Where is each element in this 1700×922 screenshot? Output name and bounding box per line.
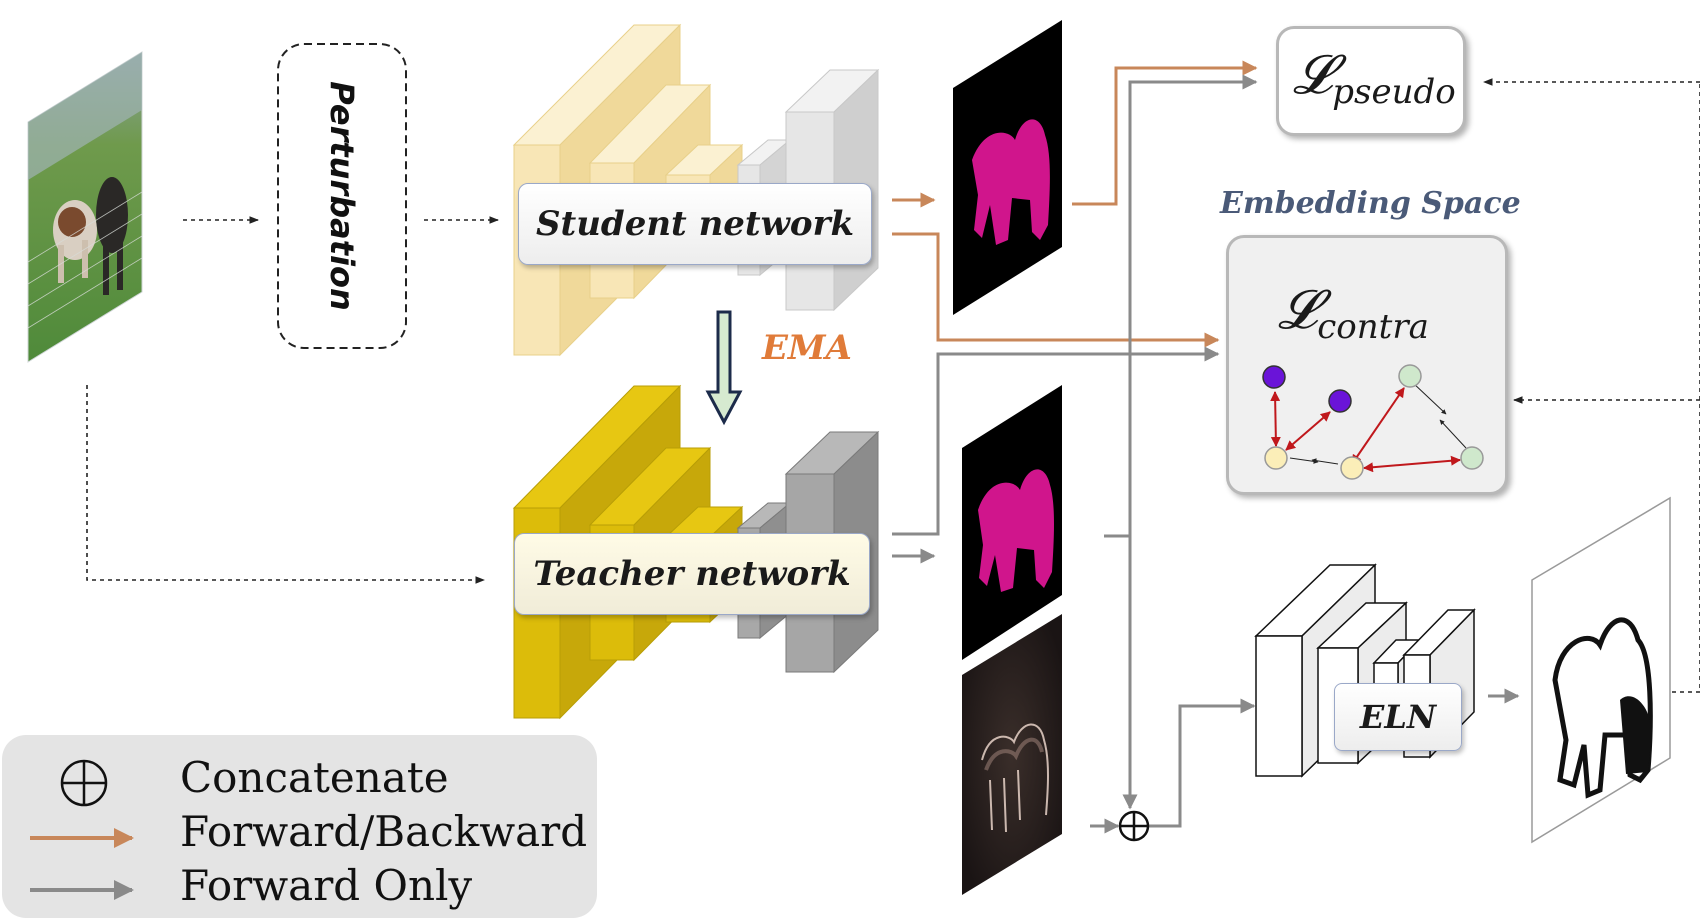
student-network-label: Student network xyxy=(518,183,872,265)
legend-concat-glyph-icon xyxy=(60,759,108,807)
loss-pseudo-label: 𝓛pseudo xyxy=(1293,43,1456,112)
edge-red xyxy=(1363,455,1461,473)
edge-red xyxy=(1285,411,1331,451)
loss-pseudo-box: 𝓛pseudo xyxy=(1276,26,1466,136)
edge-feature-map xyxy=(962,614,1062,895)
teacher-network-label: Teacher network xyxy=(514,533,870,615)
input-to-teacher-arrow xyxy=(86,385,485,584)
legend-panel: Concatenate Forward/Backward Forward Onl… xyxy=(2,735,597,918)
legend-icons xyxy=(30,759,134,900)
input-image xyxy=(27,51,143,363)
legend-concatenate-label: Concatenate xyxy=(180,753,449,802)
ema-arrow xyxy=(705,310,743,426)
embedding-graph xyxy=(1262,364,1484,480)
mask-to-pseudo-arrow xyxy=(1072,60,1258,206)
concat-to-eln-arrow xyxy=(1148,698,1256,828)
legend-forward-backward-label: Forward/Backward xyxy=(180,807,588,856)
node-purple xyxy=(1328,389,1352,413)
loss-contra-label: 𝓛contra xyxy=(1278,278,1429,347)
eln-label: ELN xyxy=(1334,683,1462,751)
legend-forward-only-label: Forward Only xyxy=(180,861,473,910)
node-yellow xyxy=(1340,456,1364,480)
edge-attract xyxy=(1411,381,1447,415)
loss-symbol: 𝓛 xyxy=(1278,278,1318,341)
edge-red xyxy=(1351,387,1405,465)
node-purple xyxy=(1262,365,1286,389)
edge-attract xyxy=(1311,458,1339,465)
embedding-space-title: Embedding Space xyxy=(1220,186,1521,221)
node-yellow xyxy=(1264,446,1288,470)
teacher-prediction-mask xyxy=(962,385,1062,660)
concatenate-icon xyxy=(1118,810,1150,842)
eln-output-map xyxy=(1531,496,1671,844)
node-green xyxy=(1398,364,1422,388)
edge-red xyxy=(1270,391,1281,447)
student-to-contra-arrow xyxy=(892,232,1220,348)
loss-subscript: contra xyxy=(1317,307,1429,347)
teacher-to-contra-arrow xyxy=(892,346,1220,536)
ema-label: EMA xyxy=(762,328,852,368)
loss-symbol: 𝓛 xyxy=(1293,43,1333,106)
perturbation-box xyxy=(277,43,407,349)
student-prediction-mask xyxy=(953,20,1062,315)
edge-attract xyxy=(1439,419,1467,449)
perturbation-label: Perturbation xyxy=(323,81,361,311)
node-green xyxy=(1460,446,1484,470)
loss-subscript: pseudo xyxy=(1332,72,1456,112)
eln-feedback-line xyxy=(1672,82,1700,693)
